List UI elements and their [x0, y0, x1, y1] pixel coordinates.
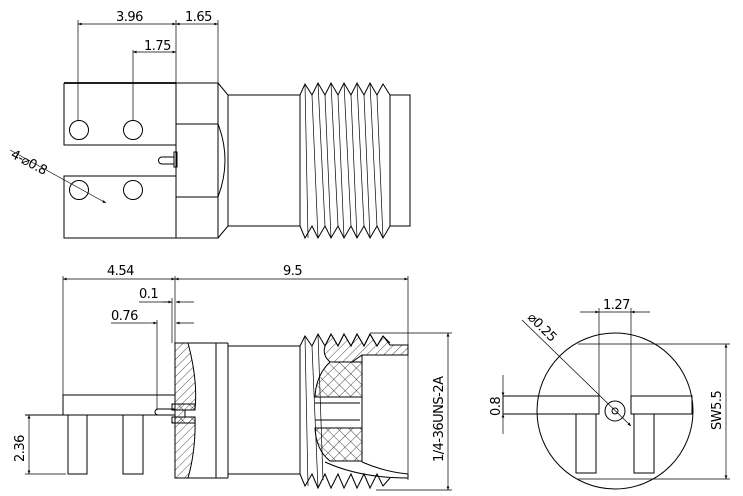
- leg-left: [67, 414, 88, 475]
- dim-body-length: 9.5: [283, 264, 302, 279]
- dim-pin-height-label: 2.36: [13, 435, 28, 462]
- center-pin: [158, 156, 174, 165]
- mounting-holes: [69, 120, 143, 200]
- dim-hole: 4-⌀0.8: [8, 147, 49, 178]
- dim-pin-offset: 1.75: [144, 39, 171, 54]
- dim-board-length: 4.54: [107, 264, 134, 279]
- dim-pin-span: 3.96: [116, 10, 143, 25]
- side-view: 4.54 9.5 0.1 0.76 2.36 1/4-36UNS-2A: [13, 264, 452, 491]
- center-contact: [604, 400, 626, 422]
- top-view: 3.96 1.65 1.75 4-⌀0.8: [8, 10, 411, 240]
- leg-right: [122, 414, 144, 475]
- dim-center-pin: ⌀0.25: [524, 310, 559, 345]
- dim-pin-protrusion: 0.76: [111, 309, 138, 324]
- dim-thread: 1/4-36UNS-2A: [432, 376, 447, 462]
- dim-gap: 0.1: [139, 287, 158, 302]
- dim-board-thickness: 0.8: [489, 397, 504, 416]
- dim-body-front: 1.65: [185, 10, 212, 25]
- end-view: 1.27 ⌀0.25 0.8 SW5.5: [489, 298, 730, 490]
- hex-outline: [536, 332, 694, 490]
- dim-hex: SW5.5: [710, 390, 725, 430]
- dim-pin-pitch: 1.27: [603, 298, 630, 313]
- top-thread: [299, 81, 391, 240]
- pcb-board: [62, 394, 176, 416]
